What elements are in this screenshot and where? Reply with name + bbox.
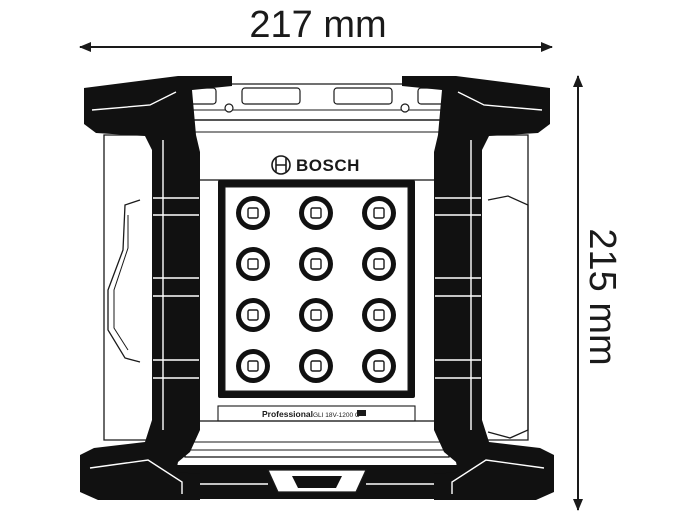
- top-screw-left: [224, 103, 234, 113]
- width-dimension: 217 mm: [79, 4, 553, 52]
- led-unit: [362, 349, 396, 383]
- right-rear-housing: [480, 134, 529, 441]
- left-handle-detail: [113, 215, 129, 351]
- right-bumper: [402, 76, 554, 500]
- width-dimension-label: 217 mm: [249, 4, 386, 46]
- led-unit: [362, 298, 396, 332]
- left-side-handle: [107, 199, 141, 363]
- height-dimension-label: 215 mm: [581, 228, 623, 365]
- top-rail-slot-2: [241, 87, 301, 105]
- led-unit: [362, 196, 396, 230]
- product-label-model: GLI 18V-1200 C: [313, 412, 360, 419]
- led-unit: [299, 196, 333, 230]
- product-label-professional: Professional: [262, 409, 313, 419]
- left-rear-housing: [103, 134, 150, 441]
- led-grid: [236, 196, 396, 383]
- led-unit: [299, 349, 333, 383]
- led-unit: [299, 298, 333, 332]
- top-screw-right: [400, 103, 410, 113]
- bottom-handle-inner: [292, 476, 342, 488]
- left-bumper: [80, 76, 232, 500]
- bosch-logo: BOSCH: [271, 155, 360, 175]
- led-unit: [236, 349, 270, 383]
- led-unit: [236, 298, 270, 332]
- led-unit: [362, 247, 396, 281]
- lower-housing: [184, 420, 450, 458]
- top-rail: [179, 83, 456, 121]
- brand-name: BOSCH: [296, 156, 360, 175]
- led-unit: [236, 247, 270, 281]
- battery-symbol-icon: [357, 410, 366, 416]
- bosch-logo-emblem: [271, 155, 291, 175]
- bosch-logo-armature: [275, 158, 287, 172]
- height-dimension: 215 mm: [573, 75, 623, 511]
- right-side-panel: [487, 195, 529, 439]
- work-light-device: BOSCH Professional GLI 18V-1200 C: [80, 76, 554, 500]
- bumper-segment-lines: [89, 91, 545, 494]
- led-unit: [236, 196, 270, 230]
- top-rail-slot-3: [333, 87, 393, 105]
- led-unit: [299, 247, 333, 281]
